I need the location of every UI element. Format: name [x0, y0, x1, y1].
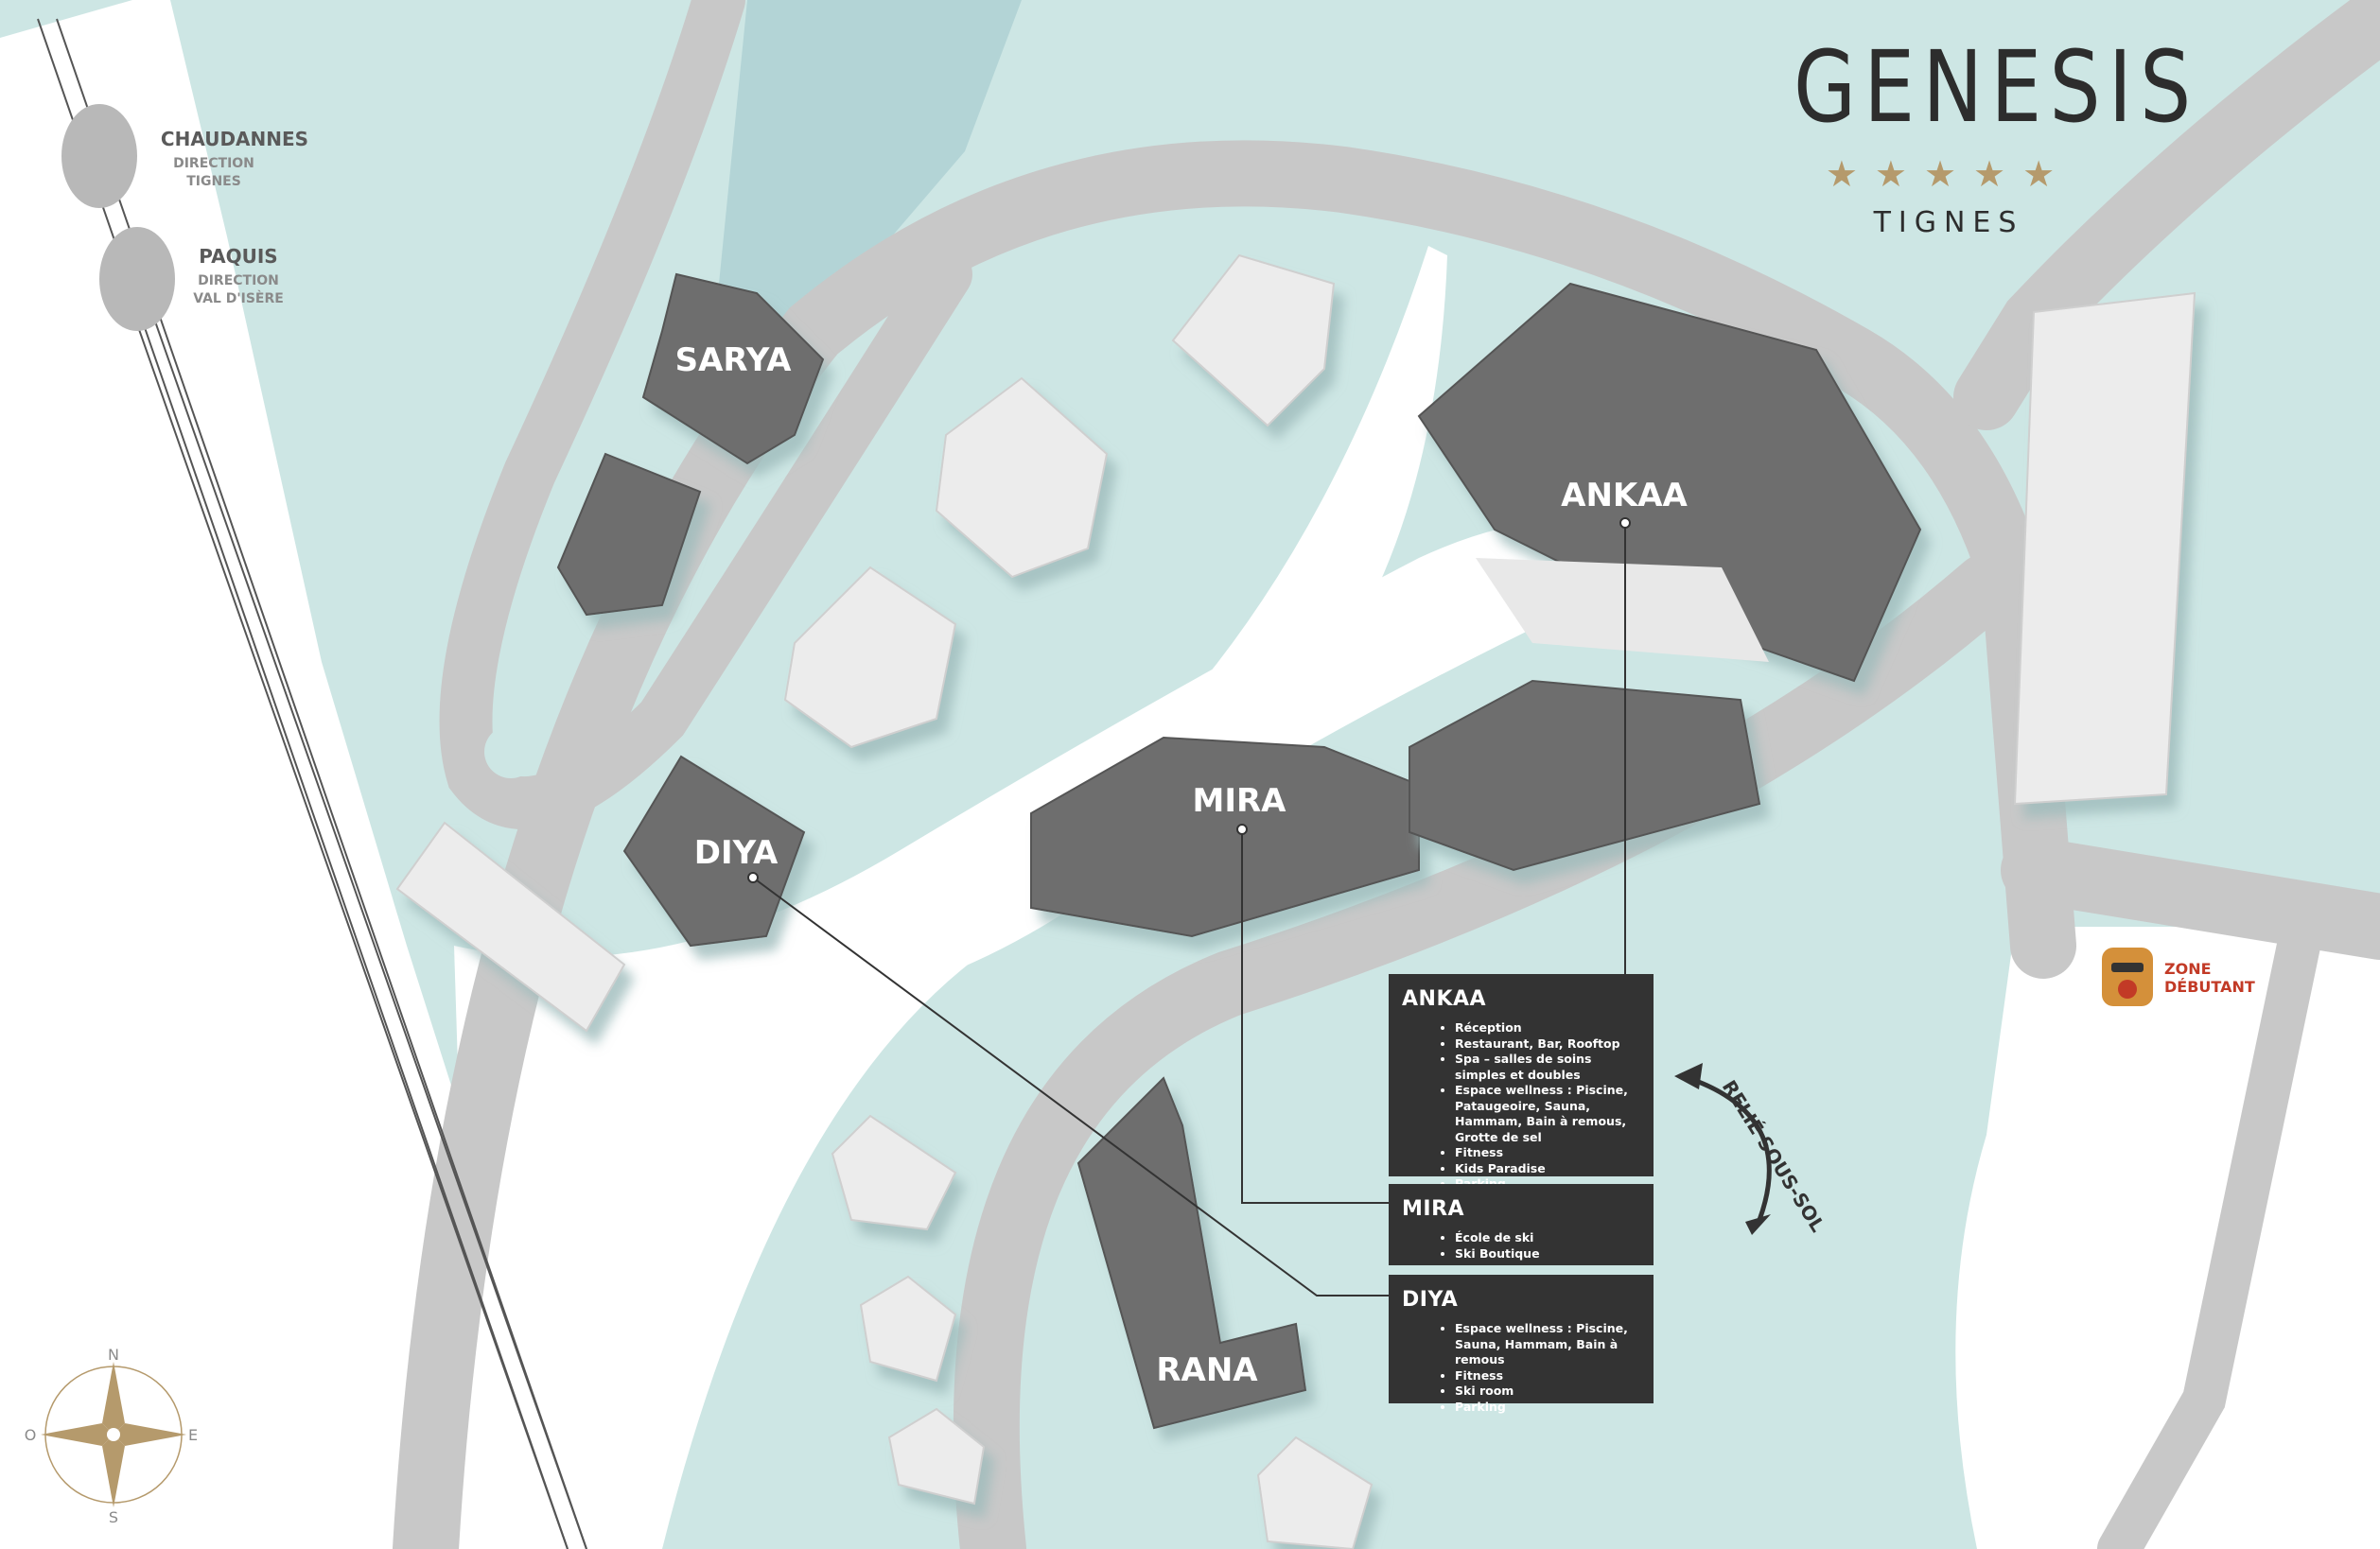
- info-box-diya: DIYA Espace wellness : Piscine, Sauna, H…: [1389, 1275, 1654, 1414]
- underground-link-label: RELIÉ SOUS-SOL: [1718, 1076, 1829, 1236]
- zone-line2: DÉBUTANT: [2164, 978, 2255, 996]
- info-item: Réception: [1455, 1020, 1640, 1036]
- info-item: École de ski: [1455, 1230, 1640, 1246]
- label-diya: DIYA: [694, 834, 779, 872]
- info-item: Spa – salles de soins simples et doubles: [1455, 1052, 1640, 1083]
- underground-link-arrow: RELIÉ SOUS-SOL: [1674, 1063, 1829, 1236]
- building-ankaa: [1417, 282, 1922, 683]
- info-item: Restaurant, Bar, Rooftop: [1455, 1036, 1640, 1053]
- building-mira-east: [1409, 679, 1761, 872]
- ankaa-terrace: [1476, 558, 1769, 662]
- compass-o: O: [25, 1426, 37, 1444]
- label-ankaa: ANKAA: [1561, 477, 1688, 514]
- roundabout: [484, 725, 537, 778]
- building-sarya-annex: [556, 452, 702, 617]
- info-item: Parking: [1455, 1400, 1640, 1416]
- zone-debutant-icon: [2102, 948, 2153, 1006]
- info-box-ankaa-list: Réception Restaurant, Bar, Rooftop Spa –…: [1402, 1020, 1640, 1192]
- info-box-ankaa: ANKAA Réception Restaurant, Bar, Rooftop…: [1389, 974, 1654, 1191]
- lift-stations: [61, 104, 175, 331]
- label-mira: MIRA: [1193, 782, 1287, 820]
- building-diya: [622, 755, 806, 948]
- compass-n: N: [108, 1346, 119, 1364]
- info-item: Espace wellness : Piscine, Sauna, Hammam…: [1455, 1321, 1640, 1368]
- lift-paquis-dest: VAL D'ISÈRE: [193, 290, 284, 306]
- brand-location: TIGNES: [1873, 206, 2024, 239]
- pointer-lines: [752, 523, 1626, 1297]
- resort-buildings: [556, 272, 1922, 1430]
- info-box-ankaa-title: ANKAA: [1402, 987, 1487, 1011]
- info-item: Espace wellness : Piscine, Pataugeoire, …: [1455, 1083, 1640, 1145]
- info-item: Fitness: [1455, 1368, 1640, 1384]
- lift-paquis-dir: DIRECTION: [198, 273, 279, 288]
- info-item: Fitness: [1455, 1145, 1640, 1161]
- compass-e: E: [188, 1426, 198, 1444]
- zone-debutant-label: ZONE DÉBUTANT: [2164, 960, 2255, 996]
- roads: [393, 0, 2380, 1549]
- zone-line1: ZONE: [2164, 960, 2212, 978]
- compass-s: S: [109, 1508, 118, 1526]
- info-item: Ski Boutique: [1455, 1246, 1640, 1262]
- lift-chaudannes-name: CHAUDANNES: [161, 128, 308, 150]
- info-box-mira: MIRA École de ski Ski Boutique: [1389, 1184, 1654, 1265]
- other-buildings: [395, 253, 2196, 1549]
- info-box-diya-title: DIYA: [1402, 1288, 1459, 1312]
- building-sarya: [641, 272, 825, 465]
- brand-logo: GENESIS ★★★★★ TIGNES: [1759, 29, 2199, 239]
- compass-rose: N E S O: [25, 1346, 198, 1526]
- info-box-mira-title: MIRA: [1402, 1197, 1465, 1221]
- info-box-mira-list: École de ski Ski Boutique: [1402, 1230, 1640, 1262]
- building-rana: [1076, 1076, 1307, 1430]
- info-item: Kids Paradise: [1455, 1161, 1640, 1177]
- info-box-diya-list: Espace wellness : Piscine, Sauna, Hammam…: [1402, 1321, 1640, 1415]
- label-sarya: SARYA: [675, 341, 792, 379]
- brand-stars: ★★★★★: [1825, 153, 2073, 195]
- info-item: Ski room: [1455, 1384, 1640, 1400]
- brand-name: GENESIS: [1794, 29, 2199, 145]
- lift-chaudannes-dir: DIRECTION: [173, 156, 254, 171]
- pointer-dots: [747, 517, 1631, 883]
- lake-area: [719, 0, 1022, 359]
- lift-paquis-name: PAQUIS: [199, 245, 277, 268]
- label-rana: RANA: [1156, 1351, 1258, 1389]
- lift-chaudannes-dest: TIGNES: [186, 174, 241, 189]
